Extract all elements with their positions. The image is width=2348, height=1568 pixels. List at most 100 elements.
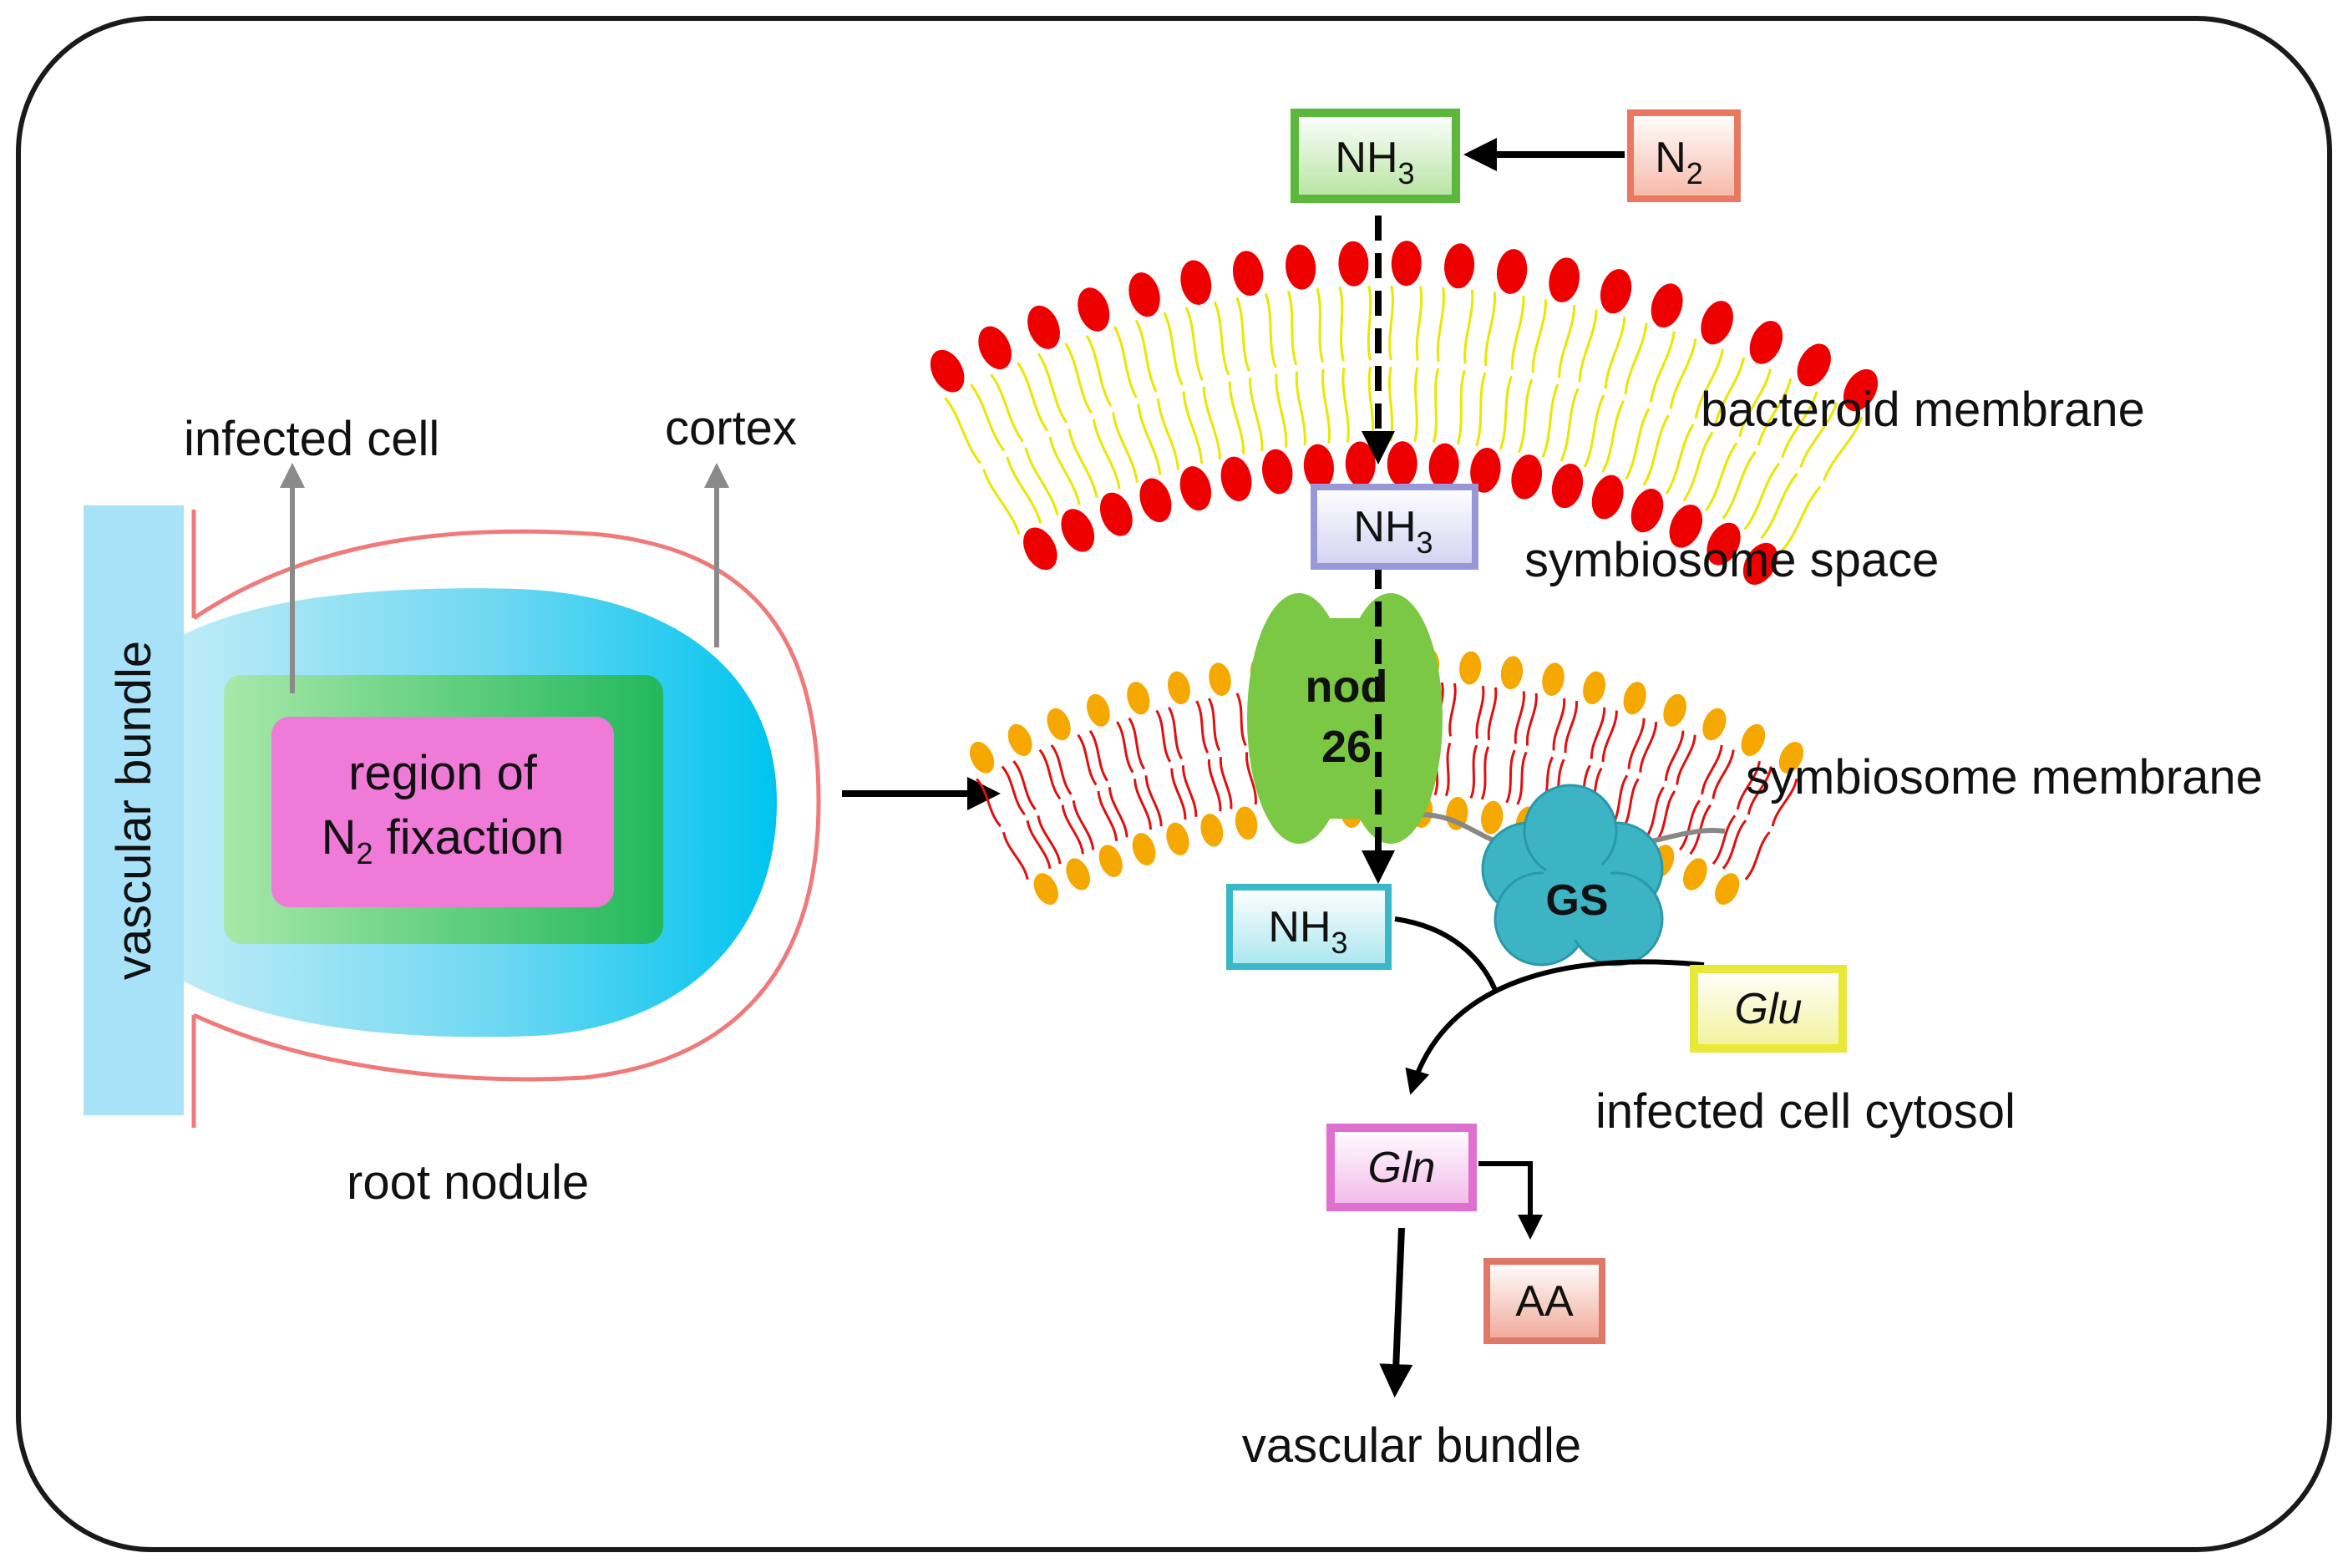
lipid-tail [1024,447,1059,515]
lipid-tail [1590,707,1606,759]
lipid-tail [1712,749,1735,799]
infected-cell-cytosol-label: infected cell cytosol [1595,1084,2016,1139]
glu-to-gln-curve [1405,959,1705,1095]
lipid-tail [1002,831,1029,880]
lipid-head [1098,845,1123,877]
lipid-tail [1128,717,1146,770]
n2-label: N2 [1655,134,1703,190]
gln-label: Gln [1368,1144,1436,1192]
lipid-tail [990,373,1024,443]
lipid-tail [1038,748,1062,800]
lipid-tail [1516,751,1528,805]
lipid-tail [1413,367,1419,442]
lipid-head [1511,454,1543,500]
lipid-tail [1558,305,1576,378]
lipid-head [1749,321,1783,364]
lipid-tail [1170,768,1187,820]
lipid-tail [1097,790,1118,841]
lipid-head [1701,301,1733,345]
lipid-head [1066,858,1090,891]
lipid-head [978,326,1012,370]
lipid-head [1496,249,1528,294]
lipid-tail [1713,357,1746,427]
lipid-tail [1645,786,1665,839]
lipid-tail [1077,733,1098,786]
lipid-head [1391,241,1422,287]
lipid-tail [1822,416,1864,482]
lipid-tail [1738,368,1772,438]
lipid-head [1132,833,1156,865]
lipid-head [1669,505,1703,548]
lipid-head [1087,693,1110,727]
lipid-tail [1235,297,1250,372]
lipid-tail [1559,388,1580,462]
lipid-tail [1202,386,1221,459]
lipid-tail [1444,742,1452,797]
lipid-tail [975,778,1002,828]
lipid-head [1078,287,1110,332]
lipid-head [1428,443,1459,489]
lipid-head [1303,444,1334,490]
lipid-tail [1321,368,1331,444]
root-nodule-label: root nodule [347,1155,589,1210]
gs-label: GS [1545,876,1608,925]
lipid-tail [1085,334,1113,407]
lipid-head [1542,662,1564,696]
lipid-head [1220,456,1252,501]
lipid-head [1128,272,1160,317]
lipid-tail [1743,462,1781,530]
lipid-tail [1518,378,1534,454]
lipid-tail [1694,348,1724,419]
lipid-tail [1475,372,1487,447]
infected-cell-label: infected cell [184,412,439,466]
lipid-head [1459,651,1482,685]
lipid-tail [1484,292,1497,367]
lipid-tail [1184,307,1204,381]
lipid-tail [1072,800,1095,850]
lipid-tail [1048,436,1081,505]
lipid-head [1715,873,1740,905]
lipid-tail [1642,414,1670,486]
lipid-tail [1650,331,1676,403]
lipid-head [1023,527,1057,571]
nod26-label-line2: 26 [1321,722,1372,772]
lipid-tail [1627,718,1646,769]
gs-enzyme [1481,784,1664,967]
lipid-tail [1475,685,1485,739]
lipid-head [1623,682,1646,715]
lipid-tail [1639,721,1658,773]
lipid-tail [1037,815,1062,865]
lipid-tail [1676,734,1696,785]
nh3-top-box [1291,109,1460,203]
region-line1: region of [348,746,538,800]
lipid-tail [1108,787,1128,838]
lipid-tail [1505,749,1516,804]
lipid-tail [1656,790,1676,842]
gln-box [1326,1124,1477,1211]
lipid-tail [1068,428,1098,499]
lipid-tail [1235,693,1247,747]
lipid-head [1706,522,1741,566]
lipid-tail [1552,698,1566,751]
lipid-head [1591,474,1624,520]
lipid-head [1338,241,1369,287]
lipid-tail [1514,691,1525,744]
lipid-tail [1665,424,1695,495]
nh3-low-label: NH3 [1268,903,1347,960]
aa-box [1483,1258,1605,1344]
lipid-tail [1525,693,1538,746]
nh3-to-reaction-curve [1394,916,1498,992]
lipid-tail [1722,450,1757,520]
lipid-tail [1541,383,1559,458]
lipid-head [1139,478,1172,523]
gln-to-aa-arrow [1478,1161,1543,1240]
lipid-head [1470,447,1501,493]
lipid-tail [1625,408,1651,480]
lipid-tail [1156,398,1180,470]
lipid-tail [1679,799,1701,851]
lipid-tail [1564,701,1578,754]
lipid-tail [1781,391,1818,459]
lipid-tail [1388,285,1394,361]
lipid-head [1179,466,1212,511]
